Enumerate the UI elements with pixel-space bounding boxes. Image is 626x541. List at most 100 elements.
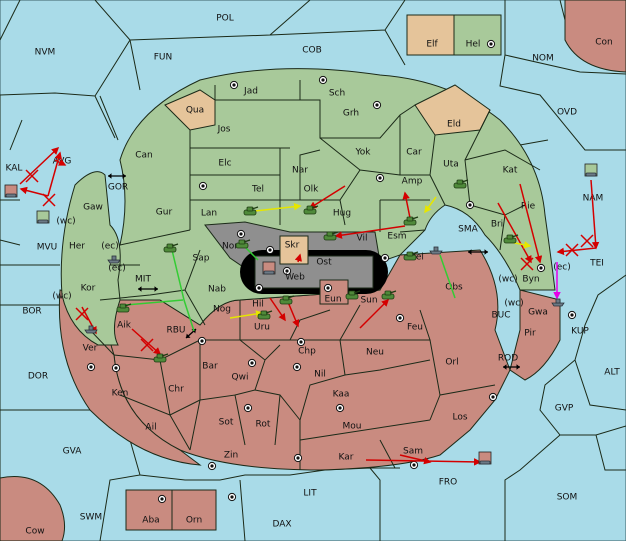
label-eld: Eld xyxy=(447,120,461,130)
label-buc: BUC xyxy=(491,311,510,321)
label-nab: Nab xyxy=(208,285,226,295)
supply-center xyxy=(318,75,328,85)
dislodged-unit[interactable] xyxy=(478,451,492,465)
canal-markers xyxy=(108,173,520,370)
region-southeast xyxy=(509,289,561,381)
army-unit[interactable] xyxy=(453,179,469,189)
label-mou: Mou xyxy=(343,422,362,432)
label-wc2: (wc) xyxy=(498,275,517,285)
move-arrow xyxy=(439,254,456,299)
army-unit[interactable] xyxy=(323,231,339,241)
label-mvu: MVU xyxy=(37,243,58,253)
label-aik: Aik xyxy=(117,321,132,331)
army-unit[interactable] xyxy=(116,303,132,313)
label-nil: Nil xyxy=(314,370,326,380)
supply-center xyxy=(247,358,257,368)
label-rie: Rie xyxy=(521,202,536,212)
fleet-unit[interactable] xyxy=(107,255,121,264)
dislodged-unit[interactable] xyxy=(4,184,18,198)
territory-eun[interactable] xyxy=(319,279,349,305)
label-byn: Byn xyxy=(522,275,539,285)
supply-center xyxy=(323,283,333,293)
cut-mark xyxy=(42,193,56,207)
dislodged-unit[interactable] xyxy=(584,163,598,177)
label-los: Los xyxy=(452,413,467,423)
territory-cow[interactable] xyxy=(0,476,66,541)
label-mit: MIT xyxy=(135,275,151,285)
supply-center xyxy=(372,100,382,110)
fleet-unit[interactable] xyxy=(429,246,443,255)
supply-center xyxy=(296,337,306,347)
label-ec2: (ec) xyxy=(108,264,126,274)
label-gaw: Gaw xyxy=(83,203,103,213)
supply-center xyxy=(375,173,385,183)
army-unit[interactable] xyxy=(403,251,419,261)
supply-center xyxy=(292,362,302,372)
dislodged-unit[interactable] xyxy=(262,261,276,275)
territory-hel[interactable] xyxy=(453,14,502,56)
label-ost: Ost xyxy=(316,258,332,268)
army-unit[interactable] xyxy=(279,295,295,305)
army-unit[interactable] xyxy=(345,290,361,300)
label-sap: Sap xyxy=(193,254,210,264)
label-bri: Bri xyxy=(491,220,503,230)
move-arrow xyxy=(359,298,390,329)
army-unit[interactable] xyxy=(503,234,519,244)
label-cow: Cow xyxy=(25,527,44,537)
supply-center xyxy=(86,362,96,372)
cut-mark xyxy=(75,307,89,321)
label-jad: Jad xyxy=(243,87,258,97)
cut-mark xyxy=(520,257,534,271)
canal-arrow xyxy=(108,173,126,179)
supply-center xyxy=(243,403,253,413)
supply-center xyxy=(282,266,292,276)
army-unit[interactable] xyxy=(243,206,259,216)
supply-center xyxy=(567,310,577,320)
label-uru: Uru xyxy=(254,323,270,333)
army-unit[interactable] xyxy=(235,239,251,249)
supply-center xyxy=(380,253,390,263)
supply-center xyxy=(111,363,121,373)
army-unit[interactable] xyxy=(403,216,419,226)
move-arrow xyxy=(294,253,302,263)
dislodged-unit[interactable] xyxy=(36,210,50,224)
label-amp: Amp xyxy=(402,177,423,187)
label-jos: Jos xyxy=(217,125,231,135)
move-arrow xyxy=(254,202,302,212)
label-tei: TEI xyxy=(589,259,604,269)
territory-skr[interactable] xyxy=(279,235,309,265)
supply-center xyxy=(409,460,419,470)
label-ec3: (ec) xyxy=(553,263,571,273)
region-west-strip xyxy=(60,171,121,346)
move-arrow xyxy=(229,310,264,319)
move-arrow xyxy=(54,158,67,166)
label-ail: Ail xyxy=(145,423,156,433)
territory-orn[interactable] xyxy=(171,489,217,531)
army-unit[interactable] xyxy=(381,290,397,300)
army-unit[interactable] xyxy=(303,205,319,215)
army-unit[interactable] xyxy=(153,353,169,363)
move-arrow xyxy=(183,299,195,332)
label-fun: FUN xyxy=(154,53,173,63)
fleet-unit[interactable] xyxy=(84,325,98,334)
label-ver: Ver xyxy=(83,344,98,354)
move-arrow xyxy=(590,179,600,250)
label-nog: Nog xyxy=(213,305,231,315)
move-arrow xyxy=(556,247,597,256)
move-arrow xyxy=(19,146,60,185)
label-car: Car xyxy=(406,148,422,158)
move-arrow xyxy=(497,202,532,264)
territory-elf[interactable] xyxy=(406,14,455,56)
army-unit[interactable] xyxy=(257,310,273,320)
label-gva: GVA xyxy=(63,447,83,457)
label-sch: Sch xyxy=(329,89,345,99)
fleet-unit[interactable] xyxy=(551,298,565,307)
label-yok: Yok xyxy=(354,148,371,158)
supply-center xyxy=(395,313,405,323)
label-hug: Hug xyxy=(333,209,351,219)
canal-arrow xyxy=(503,364,520,370)
supply-center xyxy=(265,245,275,255)
supply-center xyxy=(227,492,237,502)
army-unit[interactable] xyxy=(163,243,179,253)
